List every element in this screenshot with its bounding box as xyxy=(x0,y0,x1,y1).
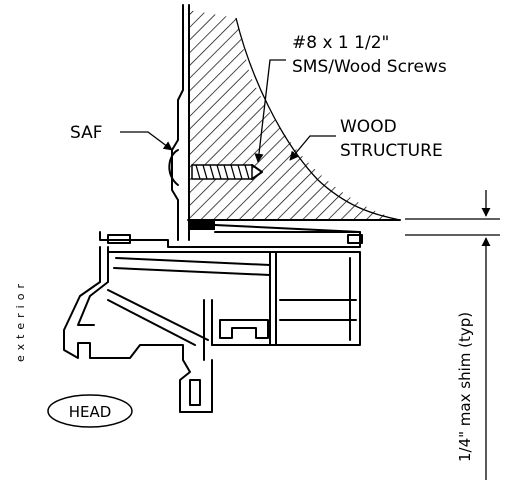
wood-screw xyxy=(191,164,263,180)
head-tag xyxy=(47,394,133,428)
shim-label: 1/4" max shim (typ) xyxy=(456,312,474,462)
wood-label-line2: STRUCTURE xyxy=(340,141,443,161)
wood-label-line1: WOOD xyxy=(340,117,397,137)
screw-label-line1: #8 x 1 1/2" xyxy=(292,33,389,53)
shim-block xyxy=(189,220,361,233)
exterior-label: exterior xyxy=(14,279,27,362)
head-label: HEAD xyxy=(69,403,112,421)
leaders xyxy=(120,59,336,163)
wall-sheathing xyxy=(171,4,190,241)
saf-flashing xyxy=(168,149,179,186)
window-frame-head xyxy=(63,231,363,413)
saf-label: SAF xyxy=(70,123,103,143)
screw-label-line2: SMS/Wood Screws xyxy=(292,57,447,77)
shim-dimension xyxy=(405,190,500,480)
